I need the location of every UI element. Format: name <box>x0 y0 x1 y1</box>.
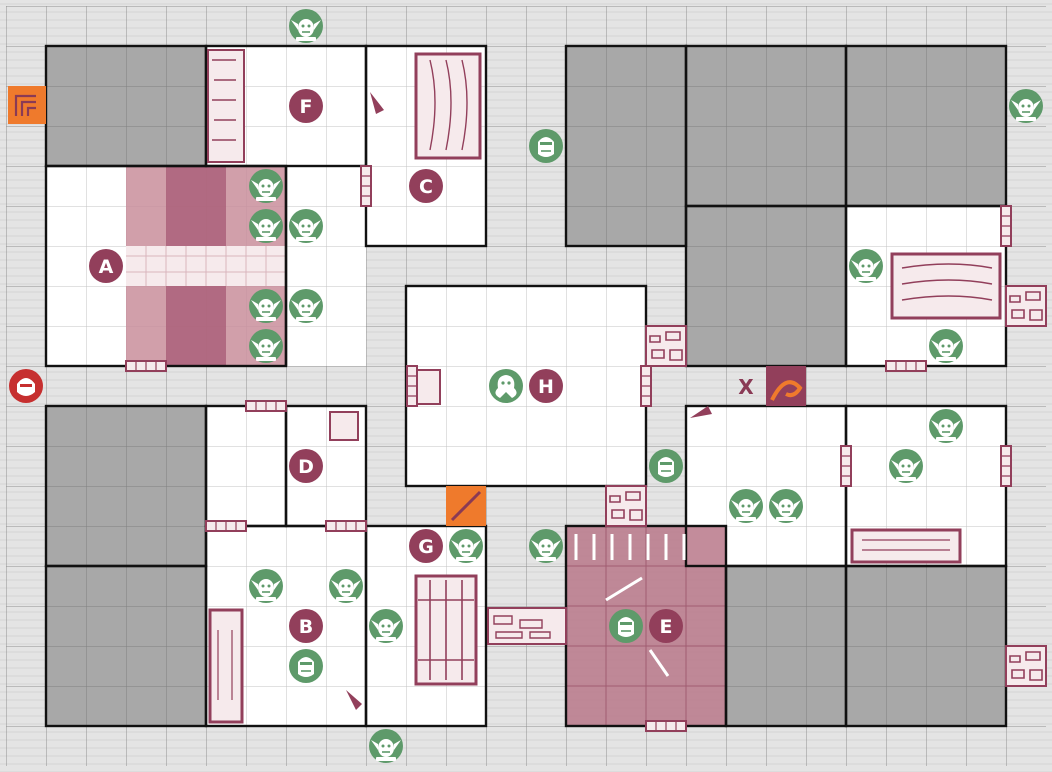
goblin-icon[interactable] <box>288 288 324 324</box>
orc-icon[interactable] <box>648 448 684 484</box>
goblin-icon[interactable] <box>888 448 924 484</box>
svg-text:A: A <box>99 256 114 278</box>
barbarian-icon[interactable] <box>9 369 43 403</box>
room-g-label: G <box>409 529 443 563</box>
rubble-blocks <box>487 285 1047 687</box>
goblin-icon[interactable] <box>248 568 284 604</box>
goblin-icon[interactable] <box>848 248 884 284</box>
goblin-icon[interactable] <box>728 488 764 524</box>
room-d-label: D <box>289 449 323 483</box>
room-labels: A B C D E F G H <box>89 89 683 643</box>
goblin-icon[interactable] <box>288 208 324 244</box>
room-e-label: E <box>649 609 683 643</box>
marker-x: X <box>738 375 754 399</box>
orc-icon[interactable] <box>528 128 564 164</box>
coffin-icon <box>208 608 244 724</box>
orc-icon[interactable] <box>608 608 644 644</box>
svg-text:G: G <box>418 536 434 558</box>
chaos-sorcerer-icon[interactable] <box>489 369 523 403</box>
goblin-icon[interactable] <box>928 408 964 444</box>
goblin-icon[interactable] <box>448 528 484 564</box>
goblin-icon[interactable] <box>368 728 404 764</box>
svg-text:B: B <box>299 616 313 638</box>
weapons-wall-icon <box>574 534 686 677</box>
cupboard-icon <box>329 411 359 441</box>
room-c-label: C <box>409 169 443 203</box>
goblin-icon[interactable] <box>288 8 324 44</box>
goblin-icon[interactable] <box>368 608 404 644</box>
room-b-label: B <box>289 609 323 643</box>
bench-icon <box>850 528 962 564</box>
goblin-icon[interactable] <box>528 528 564 564</box>
goblin-icon[interactable] <box>328 568 364 604</box>
goblin-icon[interactable] <box>1008 88 1044 124</box>
rubble-icon <box>207 49 245 163</box>
svg-text:F: F <box>300 96 313 118</box>
svg-text:H: H <box>538 376 554 398</box>
room-grid <box>6 6 1046 766</box>
goblin-icon[interactable] <box>768 488 804 524</box>
goblin-icon[interactable] <box>248 168 284 204</box>
svg-text:E: E <box>660 616 673 638</box>
goblin-icon[interactable] <box>248 328 284 364</box>
goblin-icon[interactable] <box>248 288 284 324</box>
room-f-label: F <box>289 89 323 123</box>
orc-icon[interactable] <box>288 648 324 684</box>
svg-text:D: D <box>298 456 314 478</box>
stairs-icon <box>8 86 46 124</box>
room-h-label: H <box>529 369 563 403</box>
goblin-icon[interactable] <box>248 208 284 244</box>
svg-text:C: C <box>419 176 433 198</box>
room-a-label: A <box>89 249 123 283</box>
furniture <box>207 49 1002 724</box>
goblin-icon[interactable] <box>928 328 964 364</box>
